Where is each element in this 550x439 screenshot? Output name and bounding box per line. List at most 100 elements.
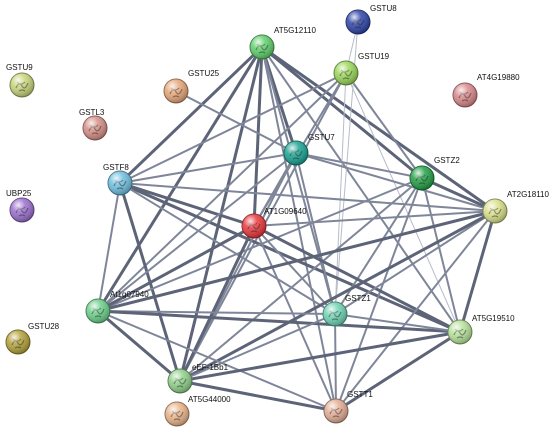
node-gstu9[interactable]: GSTU9	[6, 63, 35, 98]
edge-gstz2-eef-1bb1	[179, 177, 423, 382]
node-highlight	[108, 171, 132, 195]
edge-gstu7-at1g07940	[97, 152, 297, 312]
edge-at1g07940-gstt1	[97, 310, 337, 412]
edge-eef-1bb1-gstt1	[178, 379, 338, 413]
edge-gstz1-at5g19510	[334, 313, 461, 333]
edge-gstf8-at5g19510	[118, 181, 462, 334]
edge-at2g18110-gstt1	[335, 210, 496, 412]
node-highlight	[242, 214, 266, 238]
node-label: GSTT1	[347, 390, 373, 399]
node-highlight	[164, 79, 188, 103]
node-label: AT5G19510	[472, 314, 515, 323]
edge-gstu7-gstz1	[295, 152, 336, 315]
node-eef-1bb1[interactable]: eEF-1Bb1	[167, 363, 229, 394]
node-at5g12110[interactable]: AT5G12110	[249, 26, 317, 60]
edge-layer	[96, 21, 497, 413]
node-highlight	[165, 402, 189, 426]
node-highlight	[168, 369, 192, 393]
node-gstt1[interactable]: GSTT1	[323, 390, 373, 424]
node-highlight	[448, 320, 472, 344]
node-highlight	[483, 199, 507, 223]
node-at4g19880[interactable]: AT4G19880	[452, 73, 520, 108]
node-label: UBP25	[6, 189, 32, 198]
edge-gstz2-at2g18110	[420, 176, 497, 213]
edge-at2g18110-at1g07940	[96, 209, 497, 313]
edge-at1g09640-at2g18110	[253, 210, 496, 227]
node-label: AT5G44000	[188, 395, 231, 404]
node-highlight	[453, 83, 477, 107]
node-label: GSTU19	[358, 52, 390, 61]
node-label: GSTZ2	[434, 156, 460, 165]
node-label: At1g07940	[110, 290, 149, 299]
node-highlight	[83, 116, 107, 140]
edge-gstz2-at1g07940	[97, 177, 423, 312]
node-label: AT5G12110	[274, 26, 317, 35]
node-highlight	[334, 61, 358, 85]
edge-gstu7-gstz2	[295, 152, 423, 179]
edge-at5g12110-at2g18110	[260, 45, 497, 213]
edge-gstz2-at5g19510	[421, 177, 461, 333]
node-gstz2[interactable]: GSTZ2	[409, 156, 460, 191]
edge-at2g18110-at5g19510	[458, 209, 497, 334]
node-gstf8[interactable]: GSTF8	[103, 163, 133, 196]
node-highlight	[324, 399, 348, 423]
edge-gstu19-gstz1	[334, 72, 347, 315]
edge-gstz1-gstt1	[334, 313, 337, 412]
node-label: GSTU8	[370, 4, 397, 13]
edge-at5g12110-at5g19510	[261, 46, 461, 333]
edge-at1g09640-eef-1bb1	[178, 224, 256, 383]
edge-gstf8-gstu7	[119, 152, 297, 184]
node-highlight	[6, 330, 30, 354]
node-highlight	[323, 302, 347, 326]
node-at5g44000[interactable]: AT5G44000	[164, 395, 231, 427]
node-gstu25[interactable]: GSTU25	[163, 69, 220, 104]
edge-at1g09640-at5g19510	[252, 224, 462, 334]
edge-gstu19-gstz2	[345, 72, 423, 179]
node-gstu8[interactable]: GSTU8	[345, 4, 397, 35]
edge-at1g07940-gstz1	[97, 310, 336, 315]
edge-gstu7-at2g18110	[295, 152, 496, 212]
node-label: GSTU28	[28, 322, 60, 331]
edge-at5g12110-at1g07940	[96, 45, 264, 313]
edge-gstu19-gstf8	[119, 72, 347, 184]
node-gstu7[interactable]: GSTU7	[283, 133, 335, 166]
edge-at1g09640-gstz1	[253, 225, 336, 315]
edge-gstz2-gstz1	[334, 177, 423, 315]
node-label: eEF-1Bb1	[192, 363, 229, 372]
node-label: AT1G09640	[264, 207, 307, 216]
node-highlight	[10, 198, 34, 222]
edge-at1g07940-eef-1bb1	[96, 309, 182, 383]
edge-gstf8-at1g09640	[118, 181, 256, 228]
node-highlight	[410, 166, 434, 190]
node-label: GSTU9	[6, 63, 33, 72]
node-gstu19[interactable]: GSTU19	[333, 52, 390, 86]
node-highlight	[346, 10, 370, 34]
node-label: GSTU7	[308, 133, 335, 142]
edge-at5g12110-gstz2	[260, 45, 424, 180]
node-at1g09640[interactable]: AT1G09640	[241, 207, 307, 239]
node-gstu28[interactable]: GSTU28	[5, 322, 60, 355]
node-label: GSTU25	[188, 69, 220, 78]
edge-at2g18110-gstz1	[334, 210, 496, 315]
node-at1g07940[interactable]: At1g07940	[85, 290, 149, 324]
node-ubp25[interactable]: UBP25	[6, 189, 35, 223]
node-label: GSTL3	[79, 108, 105, 117]
node-gstz1[interactable]: GSTZ1	[322, 294, 371, 327]
edge-at5g12110-gstz1	[261, 46, 336, 315]
edge-gstz1-eef-1bb1	[179, 313, 336, 382]
edge-gstu19-at5g19510	[345, 72, 461, 333]
edge-gstu25-gstu7	[175, 90, 297, 154]
edge-at1g07940-at5g19510	[96, 309, 462, 334]
node-highlight	[10, 73, 34, 97]
node-label: AT2G18110	[507, 190, 550, 199]
node-label: AT4G19880	[477, 73, 520, 82]
node-at2g18110[interactable]: AT2G18110	[482, 190, 550, 224]
node-gstl3[interactable]: GSTL3	[79, 108, 108, 141]
node-label: GSTF8	[103, 163, 129, 172]
node-at5g19510[interactable]: AT5G19510	[447, 314, 515, 345]
node-highlight	[250, 35, 274, 59]
node-highlight	[284, 141, 308, 165]
